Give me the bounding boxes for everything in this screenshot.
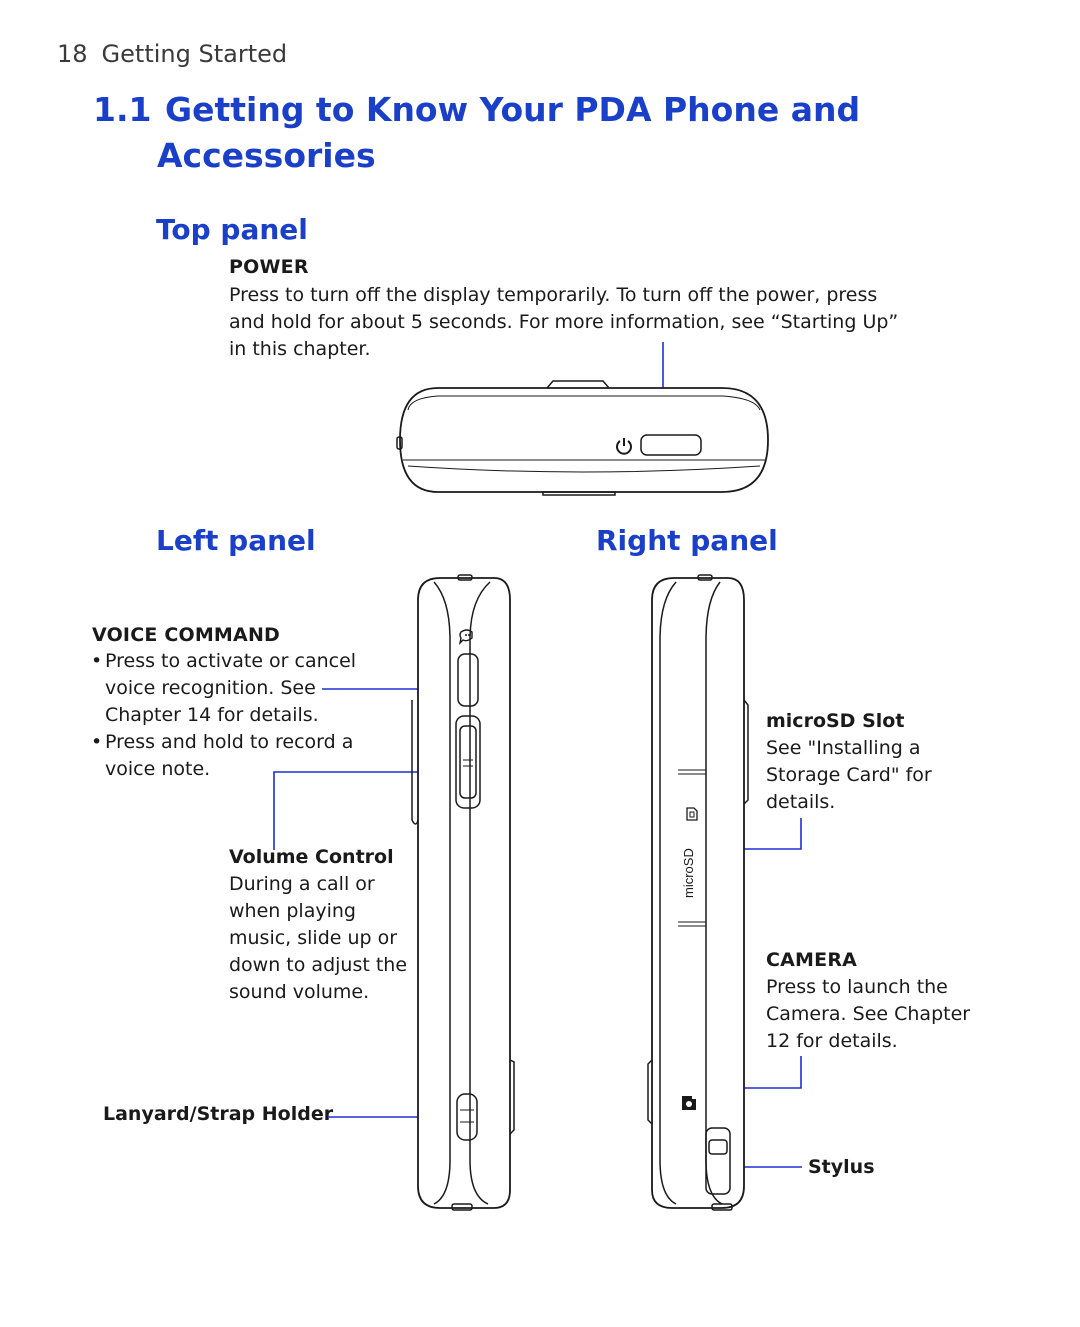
- voice-bullet-1-line: voice recognition. See: [105, 677, 316, 699]
- voice-command-icon: [458, 629, 473, 646]
- microsd-description: See "Installing a Storage Card" for deta…: [766, 735, 986, 816]
- power-line: Press to turn off the display temporaril…: [229, 284, 878, 306]
- camera-line: Press to launch the: [766, 976, 948, 998]
- left-panel-heading: Left panel: [156, 524, 316, 557]
- voice-bullet-2-line: voice note.: [105, 758, 211, 780]
- camera-line: Camera. See Chapter: [766, 1003, 971, 1025]
- camera-icon: [682, 1096, 696, 1110]
- sd-card-icon: [686, 807, 698, 821]
- volume-line: when playing: [229, 900, 356, 922]
- volume-control-description: During a call or when playing music, sli…: [229, 871, 419, 1006]
- volume-line: down to adjust the: [229, 954, 408, 976]
- top-panel-heading: Top panel: [156, 213, 308, 246]
- voice-command-label: VOICE COMMAND: [92, 624, 281, 646]
- section-name: Getting Started: [101, 40, 288, 68]
- page-number: 18: [57, 40, 88, 68]
- section-title-line2: Accessories: [157, 136, 376, 175]
- voice-bullet-1-line: Press to activate or cancel: [105, 650, 357, 672]
- power-line: and hold for about 5 seconds. For more i…: [229, 311, 899, 333]
- running-header: 18 Getting Started: [57, 40, 287, 68]
- power-icon: [616, 438, 632, 455]
- volume-line: music, slide up or: [229, 927, 398, 949]
- volume-control-label: Volume Control: [229, 846, 394, 868]
- microsd-print: microSD: [681, 848, 696, 898]
- voice-bullet-1: • Press to activate or cancel voice reco…: [91, 648, 381, 729]
- volume-line: sound volume.: [229, 981, 370, 1003]
- section-number: 1.1: [93, 90, 152, 129]
- microsd-label: microSD Slot: [766, 710, 905, 732]
- microsd-line: Storage Card" for: [766, 764, 932, 786]
- bullet: •: [91, 650, 103, 672]
- microsd-line: See "Installing a: [766, 737, 921, 759]
- power-line: in this chapter.: [229, 338, 371, 360]
- camera-description: Press to launch the Camera. See Chapter …: [766, 974, 996, 1055]
- voice-bullet-2-line: Press and hold to record a: [105, 731, 354, 753]
- voice-command-description: • Press to activate or cancel voice reco…: [91, 648, 381, 783]
- power-label: POWER: [229, 256, 309, 278]
- microsd-line: details.: [766, 791, 836, 813]
- stylus-label: Stylus: [808, 1156, 875, 1178]
- camera-label: CAMERA: [766, 949, 858, 971]
- lanyard-label: Lanyard/Strap Holder: [103, 1103, 334, 1125]
- right-panel-heading: Right panel: [596, 524, 778, 557]
- power-description: Press to turn off the display temporaril…: [229, 282, 909, 363]
- voice-bullet-1-line: Chapter 14 for details.: [105, 704, 319, 726]
- bullet: •: [91, 731, 103, 753]
- camera-line: 12 for details.: [766, 1030, 898, 1052]
- section-title-line1: Getting to Know Your PDA Phone and: [165, 90, 861, 129]
- voice-bullet-2: • Press and hold to record a voice note.: [91, 729, 381, 783]
- volume-line: During a call or: [229, 873, 375, 895]
